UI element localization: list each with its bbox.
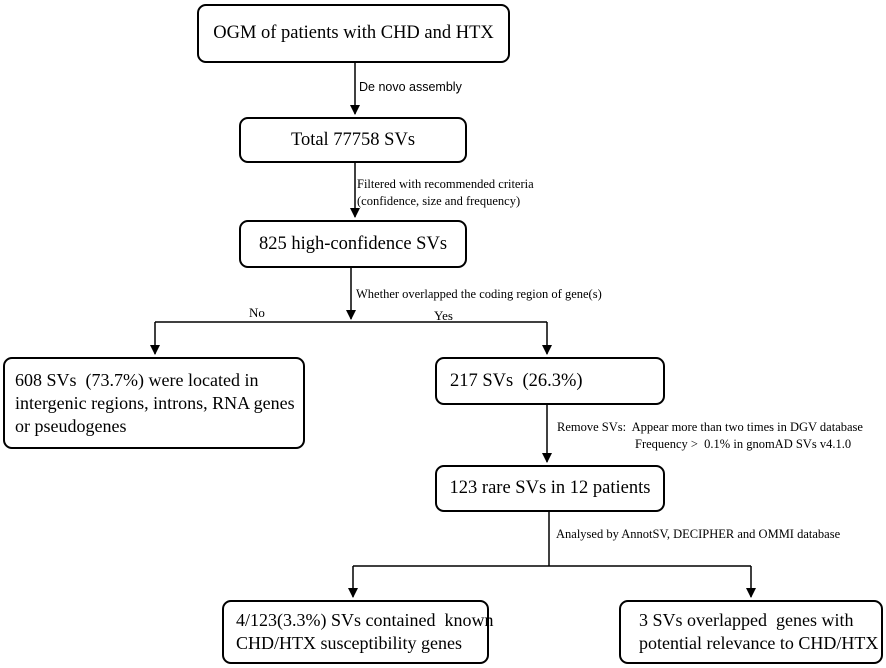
ogm-box: OGM of patients with CHD and HTX <box>197 4 510 63</box>
intergenic-line1: 608 SVs (73.7%) were located in <box>15 369 259 390</box>
high-confidence-box: 825 high-confidence SVs <box>239 220 467 268</box>
intergenic-line2: intergenic regions, introns, RNA genes <box>15 392 295 413</box>
remove-label-line1: Remove SVs: Appear more than two times i… <box>557 420 863 434</box>
known-line1: 4/123(3.3%) SVs contained known <box>236 610 494 630</box>
known-genes-box: 4/123(3.3%) SVs contained known CHD/HTX … <box>222 600 493 664</box>
potential-genes-box: 3 SVs overlapped genes with potential re… <box>619 600 883 664</box>
coding-text: 217 SVs (26.3%) <box>450 370 583 391</box>
coding-box: 217 SVs (26.3%) <box>435 357 665 405</box>
remove-label-line2: Frequency > 0.1% in gnomAD SVs v4.1.0 <box>635 437 852 451</box>
analysed-label: Analysed by AnnotSV, DECIPHER and OMMI d… <box>556 527 841 541</box>
intergenic-line3: or pseudogenes <box>15 415 127 436</box>
intergenic-box: 608 SVs (73.7%) were located in intergen… <box>3 357 305 449</box>
ogm-text: OGM of patients with CHD and HTX <box>213 23 494 43</box>
filtered-label-line2: (confidence, size and frequency) <box>357 194 521 208</box>
rare-svs-box: 123 rare SVs in 12 patients <box>435 465 665 512</box>
known-line2: CHD/HTX susceptibility genes <box>236 633 462 653</box>
total-svs-box: Total 77758 SVs <box>239 117 467 163</box>
no-label: No <box>249 305 265 320</box>
potential-line2: potential relevance to CHD/HTX <box>639 633 879 653</box>
high-confidence-text: 825 high-confidence SVs <box>258 233 448 254</box>
potential-line1: 3 SVs overlapped genes with <box>639 610 854 630</box>
yes-label: Yes <box>434 308 453 323</box>
filtered-label-line1: Filtered with recommended criteria <box>357 177 534 191</box>
rare-svs-text: 123 rare SVs in 12 patients <box>449 478 651 498</box>
de-novo-label: De novo assembly <box>359 80 462 94</box>
whether-label: Whether overlapped the coding region of … <box>356 287 602 301</box>
total-svs-text: Total 77758 SVs <box>290 129 416 150</box>
